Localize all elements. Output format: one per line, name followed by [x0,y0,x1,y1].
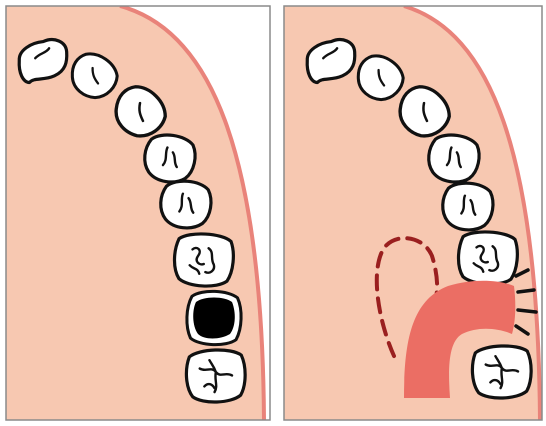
tooth-molar3-left [186,349,247,403]
panel-left [6,6,270,420]
tooth-molar1-right [457,230,518,285]
tooth-molar1-left [173,232,234,287]
panel-right [284,6,542,420]
tooth-premolar2-left [159,179,213,230]
decay-cavity [193,298,235,339]
tooth-premolar2-right [441,181,495,232]
decayed-molar [186,290,242,345]
tooth-molar3-right [472,345,533,399]
